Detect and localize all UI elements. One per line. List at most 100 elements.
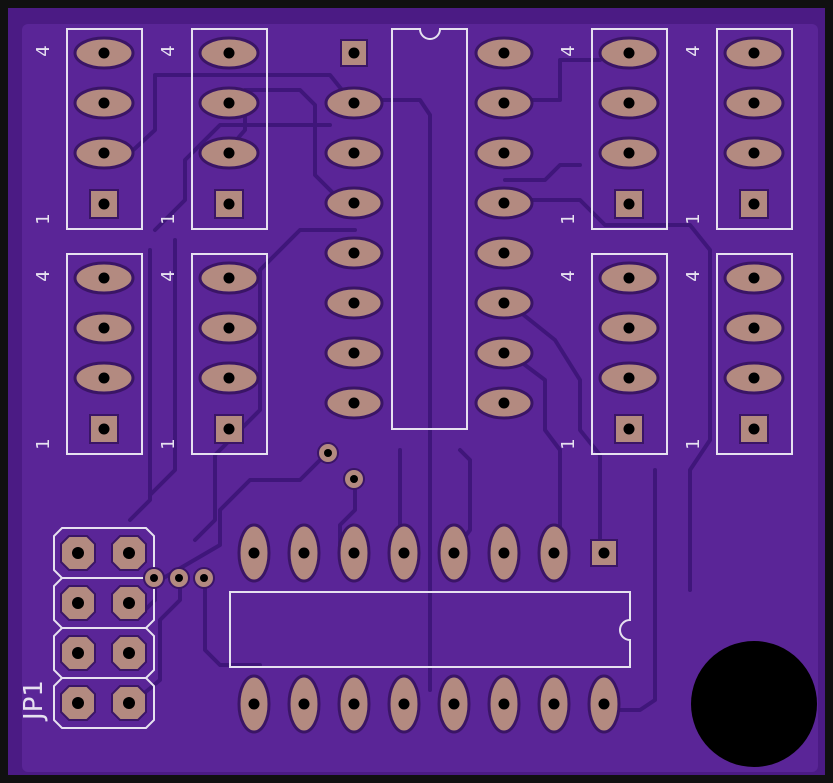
jumper-outline [53,677,155,729]
pin-one-label: 1 [158,213,179,224]
drill-hole [623,147,635,159]
drill-hole [498,698,510,710]
header-outline [591,28,668,230]
drill-hole [223,97,235,109]
drill-hole [348,397,360,409]
drill-hole [223,322,235,334]
drill-hole [498,147,510,159]
pin-four-label: 4 [683,45,704,56]
pin-one-label: 1 [558,213,579,224]
drill-hole [748,272,760,284]
pin-four-label: 4 [33,270,54,281]
drill-hole [498,397,510,409]
drill-hole [98,423,110,435]
pin-header-4: 41 [683,28,793,230]
pin-four-label: 4 [33,45,54,56]
drill-hole [498,247,510,259]
pin-one-label: 1 [33,438,54,449]
drill-hole [348,698,360,710]
ic-socket-bottom [229,523,631,734]
drill-hole [98,47,110,59]
drill-hole [398,698,410,710]
ic-outline [229,591,631,668]
pin-one-label: 1 [683,438,704,449]
copper-trace [503,198,712,592]
pin-four-label: 4 [683,270,704,281]
square-pad [590,539,618,567]
copper-traces [128,58,712,712]
drill-hole [398,547,410,559]
pin-four-label: 4 [558,45,579,56]
mounting-hole [691,641,817,767]
drill-hole [498,197,510,209]
header-outline [591,253,668,455]
copper-trace [158,448,332,582]
copper-trace [153,123,332,232]
drill-hole [223,147,235,159]
drill-hole [175,574,183,582]
drill-hole [98,272,110,284]
drill-hole [498,47,510,59]
drill-hole [350,475,358,483]
drill-hole [98,198,110,210]
drill-hole [123,547,135,559]
drill-hole [72,547,84,559]
drill-hole [623,322,635,334]
square-pad [614,189,644,219]
drill-hole [72,647,84,659]
copper-trace [503,163,582,182]
copper-trace [603,468,657,712]
header-outline [716,253,793,455]
pin-one-label: 1 [683,213,704,224]
header-outline [716,28,793,230]
copper-trace [503,298,602,542]
pin-header-4: 41 [33,28,143,230]
copper-trace [193,228,357,542]
pin-one-label: 1 [558,438,579,449]
copper-trace [203,578,262,667]
ic-socket-top [324,28,534,430]
pin-one-label: 1 [158,438,179,449]
drill-hole [348,147,360,159]
jumper-jp1: JP1 [19,527,155,729]
pin-header-4: 41 [558,253,668,455]
header-outline [66,28,143,230]
pin-header-4: 41 [683,253,793,455]
drill-hole [748,372,760,384]
vias [143,442,365,589]
drill-hole [748,423,760,435]
drill-hole [248,547,260,559]
drill-hole [98,147,110,159]
drill-hole [748,147,760,159]
drill-hole [223,198,235,210]
drill-hole [623,272,635,284]
header-outline [66,253,143,455]
drill-hole [623,198,635,210]
drill-hole [748,322,760,334]
drill-hole [123,697,135,709]
header-outline [191,253,268,455]
pin-header-4: 41 [158,253,268,455]
drill-hole [598,547,610,559]
drill-hole [748,198,760,210]
drill-hole [498,297,510,309]
drill-hole [123,647,135,659]
drill-hole [623,372,635,384]
drill-hole [98,372,110,384]
copper-trace [503,348,562,542]
drill-hole [498,97,510,109]
pin-header-4: 41 [158,28,268,230]
drill-hole [98,322,110,334]
drill-hole [248,698,260,710]
drill-hole [324,449,332,457]
drill-hole [348,547,360,559]
drill-hole [498,547,510,559]
drill-hole [348,47,360,59]
drill-hole [348,97,360,109]
drill-hole [200,574,208,582]
drill-hole [72,697,84,709]
pin-one-label: 1 [33,213,54,224]
drill-hole [298,547,310,559]
pin-four-label: 4 [158,45,179,56]
